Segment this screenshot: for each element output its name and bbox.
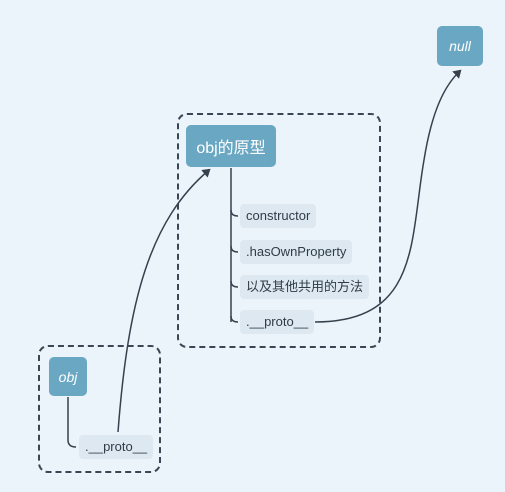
obj-group-box [38,345,161,473]
prototype-group-box [177,113,381,348]
hasownproperty-item: .hasOwnProperty [240,240,353,264]
obj-tree-line [67,397,77,448]
prototype-node: obj的原型 [186,125,276,167]
arrow-prototype-to-null [314,69,462,323]
branch-constructor [230,209,239,217]
shared-methods-item: 以及其他共用的方法 [240,275,370,299]
branch-proto-of-prototype [230,315,239,323]
obj-proto-item: .__proto__ [79,435,154,459]
prototype-proto-item: .__proto__ [240,310,315,334]
arrow-obj-to-prototype [117,168,211,433]
branch-shared-methods [230,280,239,288]
obj-node: obj [49,357,87,396]
constructor-item: constructor [240,204,317,228]
branch-hasownproperty [230,245,239,253]
null-node: null [437,26,483,66]
